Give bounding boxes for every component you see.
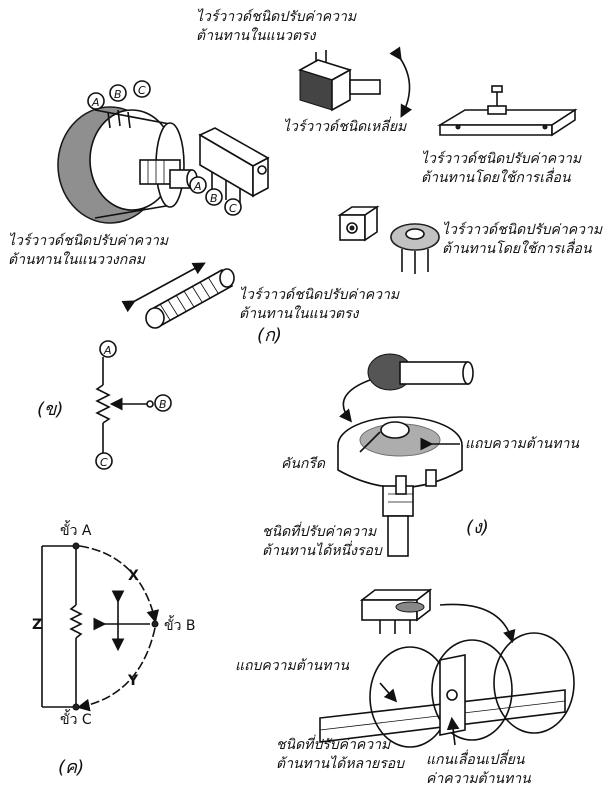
pin-b2-circle: [205, 188, 223, 206]
pin-c-letter: C: [138, 84, 146, 97]
linear-top-label-1: ไวร์วาวด์ชนิดปรับค่าความ: [196, 9, 357, 25]
divider-diagram: [41, 542, 160, 712]
linear-top-label-2: ต้านทานในแนวตรง: [196, 28, 316, 44]
slide-bottom-label-1: ไวร์วาวด์ชนิดปรับค่าความ: [442, 222, 603, 238]
caption-a: (ก): [257, 325, 282, 346]
slide-potentiometer-top: [437, 85, 578, 137]
terminal-c: ขั้ว C: [60, 712, 92, 728]
multi-turn-potentiometer: [319, 588, 575, 748]
pin-b2-letter: B: [210, 192, 218, 205]
square-label: ไวร์วาวด์ชนิดเหลี่ยม: [283, 119, 407, 135]
symbol-pin-c-letter: C: [100, 456, 108, 469]
caption-c: (ค): [58, 757, 85, 778]
square-wirewound: [297, 46, 413, 118]
symbol-pin-b-letter: B: [159, 398, 167, 411]
symbol-pin-a-circle: [99, 340, 117, 358]
terminal-a: ขั้ว A: [60, 523, 92, 539]
pin-a2-circle: [189, 176, 207, 194]
single-turn-potentiometer: [337, 353, 474, 557]
multi-turn-label-1: ชนิดที่ปรับค่าความ: [276, 737, 391, 753]
var-z: Z: [32, 617, 43, 633]
pin-a2-letter: A: [194, 180, 202, 193]
rotary-potentiometer: [57, 106, 198, 224]
multi-turn-label-2: ต้านทานได้หลายรอบ: [276, 756, 405, 772]
multi-track-label: แถบความต้านทาน: [235, 658, 349, 674]
slider-label-1: แกนเลื่อนเปลี่ยน: [426, 752, 525, 768]
cube-trimmer: [337, 205, 380, 242]
terminal-b: ขั้ว B: [164, 618, 196, 634]
track-label: แถบความต้านทาน: [465, 436, 579, 452]
symbol-pin-c-circle: [95, 452, 113, 470]
symbol-pin-b-circle: [154, 394, 172, 412]
symbol-pin-a-letter: A: [104, 344, 112, 357]
single-turn-label-2: ต้านทานได้หนึ่งรอบ: [262, 543, 382, 559]
rotary-label-2: ต้านทานในแนววงกลม: [8, 252, 146, 268]
pin-c2-letter: C: [229, 202, 237, 215]
rotary-label-1: ไวร์วาวด์ชนิดปรับค่าความ: [8, 233, 169, 249]
slider-label-2: ค่าความต้านทาน: [426, 771, 531, 787]
slide-top-label-1: ไวร์วาวด์ชนิดปรับค่าความ: [421, 151, 582, 167]
wiper-label: คันกรีด: [281, 456, 326, 472]
trimmer-potentiometer: [198, 127, 270, 208]
pin-a-letter: A: [92, 96, 100, 109]
single-turn-label-1: ชนิดที่ปรับค่าความ: [262, 524, 377, 540]
caption-b: (ข): [37, 399, 64, 420]
pin-c-circle: [133, 80, 151, 98]
var-y: Y: [128, 673, 139, 689]
potentiometer-symbol: [95, 357, 150, 454]
caption-d: (ง): [466, 517, 489, 538]
pin-c2-circle: [224, 198, 242, 216]
slide-bottom-label-2: ต้านทานโดยใช้การเลื่อน: [442, 241, 592, 257]
pin-a-circle: [87, 92, 105, 110]
pin-b-letter: B: [114, 88, 122, 101]
pin-b-circle: [109, 84, 127, 102]
linear-wirewound-tube: [121, 262, 235, 329]
slide-top-label-2: ต้านทานโดยใช้การเลื่อน: [421, 170, 571, 186]
round-trimmer: [390, 223, 440, 274]
linear-bottom-label-2: ต้านทานในแนวตรง: [239, 306, 359, 322]
linear-bottom-label-1: ไวร์วาวด์ชนิดปรับค่าความ: [239, 287, 400, 303]
var-x: X: [128, 568, 139, 584]
